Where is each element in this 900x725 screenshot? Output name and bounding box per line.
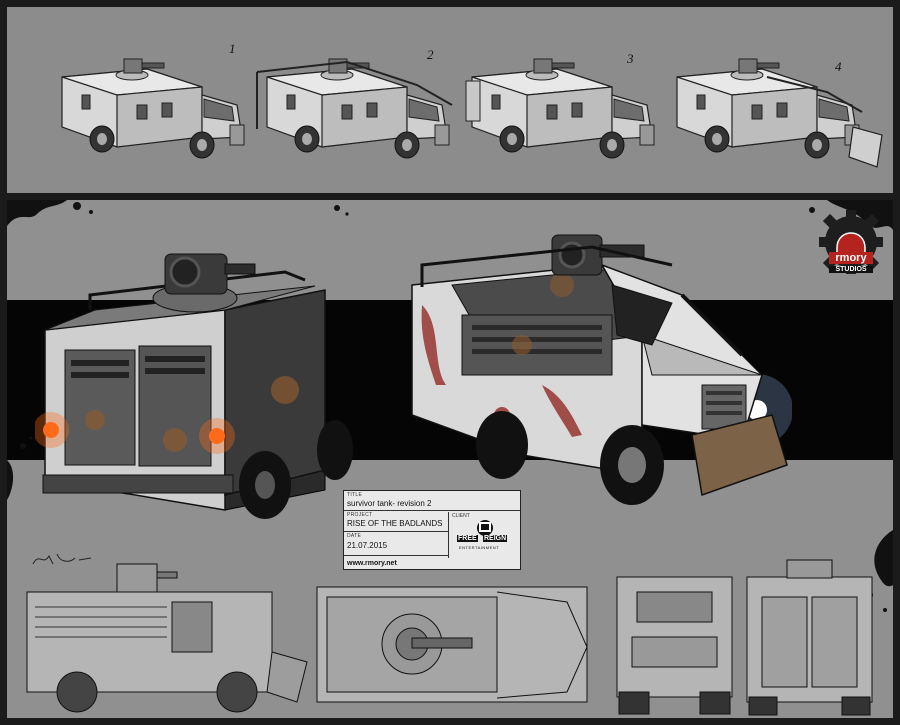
variant-number-1: 1 (229, 41, 236, 56)
variant-number-3: 3 (627, 51, 634, 66)
website: www.rmory.net (347, 560, 397, 567)
studio-logo-subtitle: STUDIOS (829, 266, 873, 273)
studio-logo-name: rmory (829, 252, 873, 264)
blueprint-front-view (616, 576, 733, 715)
variant-number-2: 2 (427, 47, 434, 62)
client-logo-top: FREE (457, 535, 478, 542)
client-logo-bottom: REIGN (483, 535, 508, 542)
sketch-variant-1 (61, 58, 245, 159)
artist-signature (32, 553, 92, 565)
client-box: CLIENT FREE REIGN ENTERTAINMENT (448, 512, 520, 558)
title-block: TITLE survivor tank- revision 2 PROJECT … (343, 490, 521, 570)
vehicle-render-rear (35, 240, 355, 530)
fist-icon (477, 520, 493, 536)
helmet-icon (836, 232, 866, 255)
ink-splatter (7, 200, 893, 612)
sketch-variant-3 (465, 58, 655, 159)
sketch-variant-2 (256, 58, 453, 159)
project-label: PROJECT (347, 512, 373, 518)
vehicle-render-front (402, 225, 792, 535)
sketch-variant-4 (676, 58, 883, 168)
concept-sketches (61, 58, 883, 168)
project-value: RISE OF THE BADLANDS (347, 519, 443, 528)
date-value: 21.07.2015 (347, 541, 388, 550)
blueprint-rear-view (746, 559, 873, 716)
concept-sketch-panel: 1 2 3 4 (7, 7, 893, 193)
client-logo-sub: ENTERTAINMENT (459, 545, 500, 550)
title-value: survivor tank- revision 2 (347, 499, 432, 508)
main-render-panel: rmory STUDIOS TITLE survivor tank- revis… (7, 200, 893, 718)
date-label: DATE (347, 533, 362, 539)
client-label: CLIENT (452, 513, 470, 519)
title-label: TITLE (347, 492, 363, 498)
client-logo: FREE REIGN ENTERTAINMENT (457, 518, 513, 554)
blueprint-views (26, 559, 873, 716)
variant-number-4: 4 (835, 59, 842, 74)
blueprint-top-view (316, 586, 588, 703)
studio-logo: rmory STUDIOS (815, 208, 885, 288)
blueprint-side-view (26, 563, 308, 713)
